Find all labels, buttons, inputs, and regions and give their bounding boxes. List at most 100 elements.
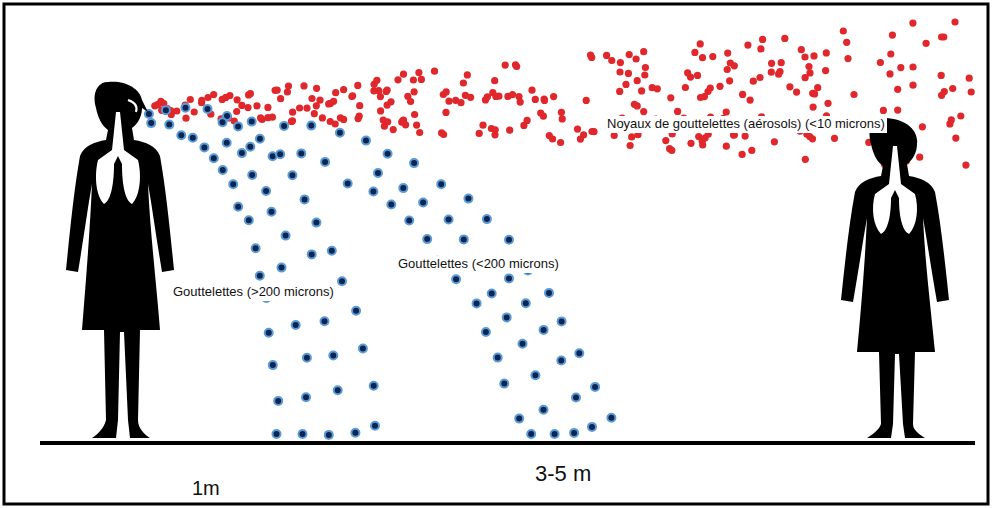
droplet (748, 147, 755, 154)
frame (4, 4, 988, 504)
droplet (222, 94, 229, 101)
droplet (634, 77, 641, 84)
droplet (771, 138, 778, 145)
droplet (307, 122, 315, 130)
droplet (572, 394, 580, 402)
droplet (495, 93, 502, 100)
droplet (541, 97, 548, 104)
droplet (968, 88, 975, 95)
droplet (802, 156, 809, 163)
droplet (522, 299, 530, 307)
droplet (894, 107, 901, 114)
droplet (443, 88, 450, 95)
droplet (234, 203, 242, 211)
droplet (154, 101, 161, 108)
droplet (438, 129, 445, 136)
droplet (494, 354, 502, 362)
droplet (381, 123, 388, 130)
droplet (814, 84, 821, 91)
droplet (354, 82, 361, 89)
droplet (505, 274, 513, 282)
droplet (400, 117, 407, 124)
droplet (798, 46, 805, 53)
droplet (274, 397, 282, 405)
droplet (234, 96, 241, 103)
droplet (625, 70, 632, 77)
droplet (697, 40, 704, 47)
droplet (831, 135, 838, 142)
droplet (491, 77, 498, 84)
droplet (334, 386, 342, 394)
droplet (370, 87, 377, 94)
droplet (824, 100, 831, 107)
droplet (356, 102, 363, 109)
droplet (301, 195, 309, 203)
droplet (373, 77, 380, 84)
droplet (723, 143, 730, 150)
droplet (277, 95, 284, 102)
droplet (627, 142, 634, 149)
droplet (843, 39, 850, 46)
droplet (531, 371, 539, 379)
droplet (558, 109, 565, 116)
droplet (282, 232, 290, 240)
droplet (638, 87, 645, 94)
droplet (445, 216, 453, 224)
droplet (880, 107, 887, 114)
droplet (551, 430, 559, 438)
droplet (321, 317, 329, 325)
droplet (371, 422, 379, 430)
droplet (948, 116, 955, 123)
droplet (557, 357, 565, 365)
droplet (165, 121, 173, 129)
droplet (617, 59, 624, 66)
droplet (574, 126, 581, 133)
droplet (726, 77, 733, 84)
droplet (558, 317, 566, 325)
droplet (909, 20, 916, 27)
droplet (691, 49, 698, 56)
droplet (411, 88, 418, 95)
droplet (482, 328, 490, 336)
droplet (962, 162, 969, 169)
droplet (292, 321, 300, 329)
droplet (351, 429, 359, 437)
droplet (410, 76, 417, 83)
droplet (587, 52, 594, 59)
droplet (793, 89, 800, 96)
droplet (476, 130, 483, 137)
droplet (256, 135, 264, 143)
droplet (938, 92, 945, 99)
droplet (575, 349, 583, 357)
droplet (550, 93, 557, 100)
droplet (695, 133, 702, 140)
droplet (801, 53, 808, 60)
droplet (288, 171, 296, 179)
droplet (634, 102, 641, 109)
droplet (537, 109, 544, 116)
droplet (479, 122, 486, 129)
droplet (234, 122, 242, 130)
droplet (938, 33, 945, 40)
droplet (245, 91, 252, 98)
droplet (442, 109, 449, 116)
droplet (557, 139, 564, 146)
droplet (246, 143, 254, 151)
droplet (413, 122, 420, 129)
person-silhouette (66, 82, 174, 438)
droplet (268, 208, 276, 216)
droplet (253, 102, 260, 109)
droplet (889, 31, 896, 38)
droplet (492, 126, 499, 133)
droplet (473, 299, 481, 307)
droplet (252, 244, 260, 252)
droplet (355, 115, 362, 122)
droplet (515, 415, 523, 423)
droplet (182, 115, 189, 122)
droplet (394, 76, 401, 83)
droplet (319, 114, 326, 121)
droplet (802, 74, 809, 81)
droplet (591, 383, 599, 391)
droplet (145, 110, 153, 118)
droplet (276, 150, 284, 158)
